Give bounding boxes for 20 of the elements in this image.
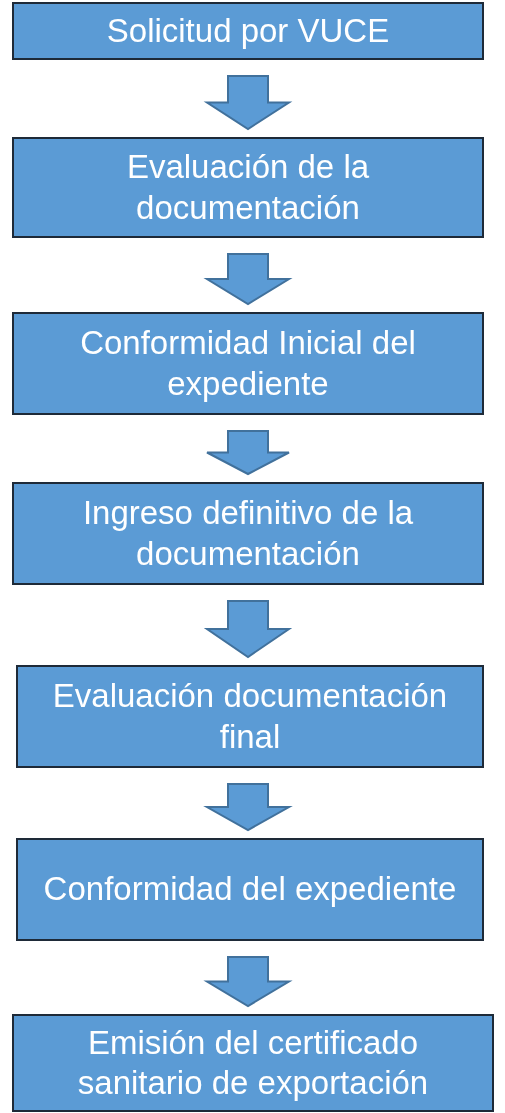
step-label: Evaluación de la documentación [125,147,371,228]
block-arrow [203,783,293,832]
process-box [12,2,484,60]
step-label: Conformidad del expediente [43,869,457,910]
block-arrow [203,600,293,659]
step-label: Ingreso definitivo de la documentación [81,493,415,574]
block-arrow [203,253,293,306]
process-box [16,838,484,941]
process-box [12,312,484,415]
step-label: Evaluación documentación final [51,676,449,757]
process-box [12,482,484,585]
process-box [12,1014,494,1112]
block-arrow [206,430,290,476]
block-arrow [203,75,293,131]
step-label: Conformidad Inicial del expediente [79,323,417,404]
step-label: Emisión del certificado sanitario de exportación [76,1022,430,1103]
block-arrow [203,956,293,1008]
step-label: Solicitud por VUCE [106,10,390,51]
process-box [16,665,484,768]
process-box [12,137,484,238]
